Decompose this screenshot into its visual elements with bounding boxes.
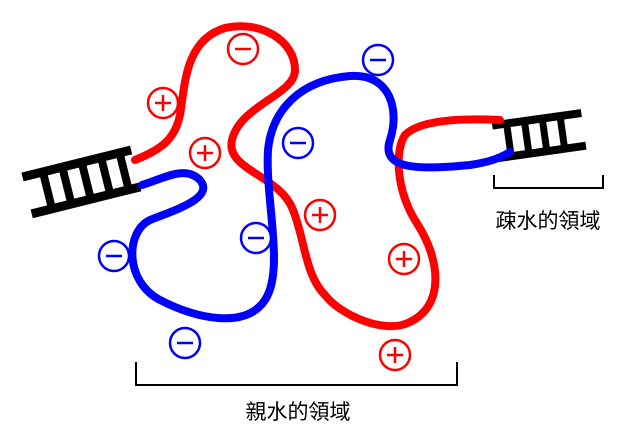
left-ladder-rung: [77, 161, 95, 201]
left-ladder-rung: [115, 152, 133, 192]
blue-strand: [128, 71, 514, 323]
left-ladder: [21, 145, 142, 219]
right-ladder: [491, 109, 587, 163]
negative-charge: [239, 221, 273, 255]
hydrophobic-bracket: [493, 175, 604, 189]
right-ladder-rung: [538, 118, 551, 152]
positive-charge: [146, 86, 180, 120]
right-ladder-rail-top: [491, 109, 582, 130]
negative-charge: [281, 126, 315, 160]
negative-charge: [168, 326, 202, 360]
left-ladder-rail-bottom: [30, 182, 142, 219]
negative-charge: [97, 239, 131, 273]
positive-charge: [303, 198, 337, 232]
left-ladder-rail-top: [21, 145, 133, 182]
left-ladder-rung: [39, 171, 57, 211]
left-ladder-rung: [58, 166, 76, 206]
left-ladder-rung: [97, 156, 115, 196]
hydrophobic-label: 疎水的領域: [496, 209, 601, 233]
positive-charge: [378, 338, 412, 372]
negative-charge: [361, 43, 395, 77]
right-ladder-rung: [556, 115, 569, 150]
right-ladder-rung: [503, 123, 515, 157]
right-ladder-rung: [520, 120, 533, 155]
red-strand: [131, 22, 504, 331]
hydrophilic-label: 親水的領域: [246, 400, 351, 424]
positive-charge: [188, 136, 222, 170]
hydrophilic-bracket: [135, 362, 458, 386]
positive-charge: [226, 32, 260, 66]
positive-charge: [387, 242, 421, 276]
